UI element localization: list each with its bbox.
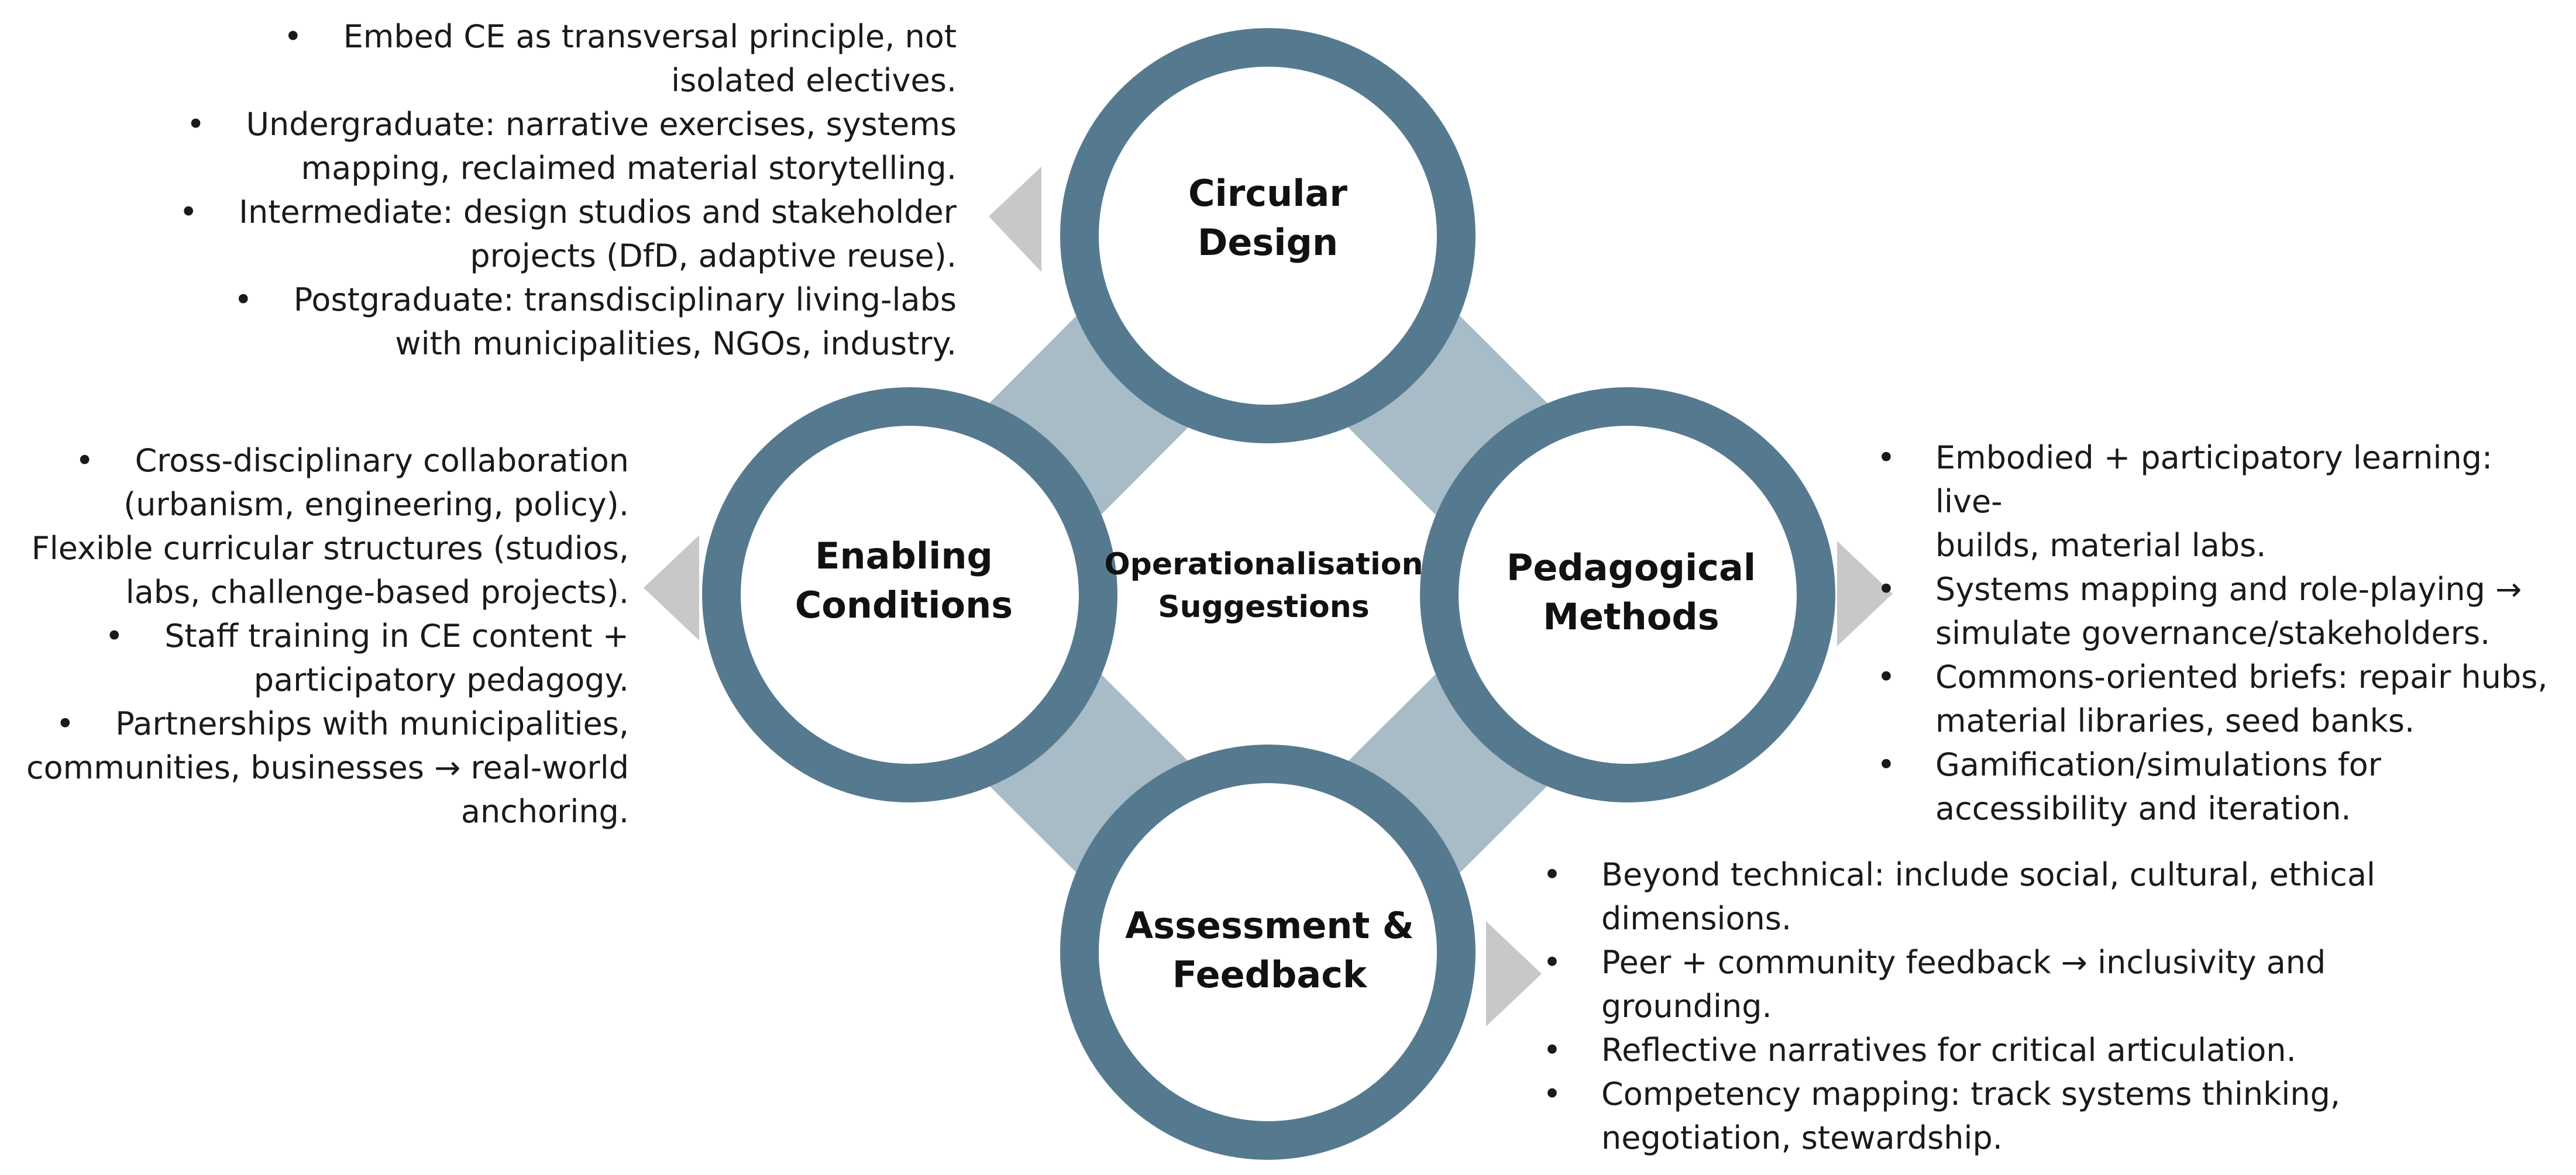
list-item: Systems mapping and role-playing → (1877, 567, 2567, 611)
list-item-cont: (urbanism, engineering, policy). (123, 486, 629, 523)
list-item: Beyond technical: include social, cultur… (1543, 853, 2391, 897)
list-item-cont: participatory pedagogy. (253, 661, 629, 698)
arrow-pedagogical-methods (1837, 541, 1893, 646)
pedagogical-methods-bullets: Embodied + participatory learning: live-… (1877, 436, 2567, 831)
node-assessment-feedback-line2: Feedback (1172, 953, 1368, 996)
list-item-cont: communities, businesses → real-world (26, 749, 629, 786)
node-assessment-feedback: Assessment & Feedback (1125, 904, 1414, 996)
node-circular-design-line1: Circular (1188, 172, 1347, 215)
list-item: Commons-oriented briefs: repair hubs, (1877, 655, 2567, 699)
list-item: •Postgraduate: transdisciplinary living-… (233, 281, 957, 318)
node-circular-design: Circular Design (1188, 172, 1347, 264)
enabling-conditions-bullets: •Cross-disciplinary collaboration (urban… (12, 439, 629, 833)
list-item-cont: material libraries, seed banks. (1935, 702, 2415, 739)
ring-assessment-feedback (1060, 745, 1476, 1160)
ring-enabling-conditions (702, 387, 1117, 802)
list-item-cont: mapping, reclaimed material storytelling… (301, 150, 957, 187)
node-pedagogical-methods-line2: Methods (1543, 595, 1719, 638)
assessment-feedback-bullets: Beyond technical: include social, cultur… (1543, 853, 2391, 1160)
list-item-cont: dimensions. (1601, 900, 1792, 937)
list-item-cont: with municipalities, NGOs, industry. (395, 325, 957, 362)
list-item: •Intermediate: design studios and stakeh… (179, 194, 957, 230)
arrow-circular-design (989, 167, 1041, 272)
list-item-cont: accessibility and iteration. (1935, 790, 2351, 827)
list-item: •Embed CE as transversal principle, not (283, 18, 957, 55)
list-item: Competency mapping: track systems thinki… (1543, 1072, 2391, 1116)
list-item: Reflective narratives for critical artic… (1543, 1028, 2391, 1072)
list-item-cont: simulate governance/stakeholders. (1935, 615, 2491, 652)
node-enabling-conditions-line2: Conditions (795, 584, 1013, 626)
node-enabling-conditions-line1: Enabling (815, 535, 993, 577)
list-item: Flexible curricular structures (studios, (31, 530, 629, 567)
center-label-line2: Suggestions (1158, 590, 1370, 625)
list-item: Embodied + participatory learning: live- (1877, 436, 2567, 523)
list-item: Peer + community feedback → inclusivity … (1543, 940, 2391, 984)
ring-circular-design (1060, 28, 1476, 443)
arrow-enabling-conditions (644, 535, 699, 640)
node-circular-design-line2: Design (1198, 221, 1338, 264)
ring-pedagogical-methods (1420, 387, 1835, 802)
list-item-cont: grounding. (1601, 988, 1772, 1025)
node-pedagogical-methods: Pedagogical Methods (1507, 546, 1756, 638)
arrow-assessment-feedback (1486, 921, 1542, 1026)
node-assessment-feedback-line1: Assessment & (1125, 904, 1414, 947)
list-item: •Cross-disciplinary collaboration (75, 442, 629, 479)
list-item: •Partnerships with municipalities, (56, 705, 629, 742)
rings (702, 28, 1835, 1160)
list-item: Gamification/simulations for (1877, 743, 2567, 787)
circular-design-bullets: •Embed CE as transversal principle, not … (146, 15, 957, 366)
list-item-cont: projects (DfD, adaptive reuse). (470, 237, 957, 274)
list-item: •Staff training in CE content + (105, 618, 629, 654)
list-item-cont: isolated electives. (671, 62, 957, 99)
node-pedagogical-methods-line1: Pedagogical (1507, 546, 1756, 589)
center-label: Operationalisation Suggestions (1104, 547, 1423, 625)
list-item: •Undergraduate: narrative exercises, sys… (186, 106, 957, 143)
list-item-cont: negotiation, stewardship. (1601, 1119, 2003, 1156)
node-enabling-conditions: Enabling Conditions (795, 535, 1013, 626)
list-item-cont: anchoring. (460, 793, 629, 830)
list-item-cont: builds, material labs. (1935, 527, 2267, 564)
center-label-line1: Operationalisation (1104, 547, 1423, 582)
list-item-cont: labs, challenge-based projects). (125, 574, 629, 611)
pointer-arrows (644, 167, 1893, 1026)
